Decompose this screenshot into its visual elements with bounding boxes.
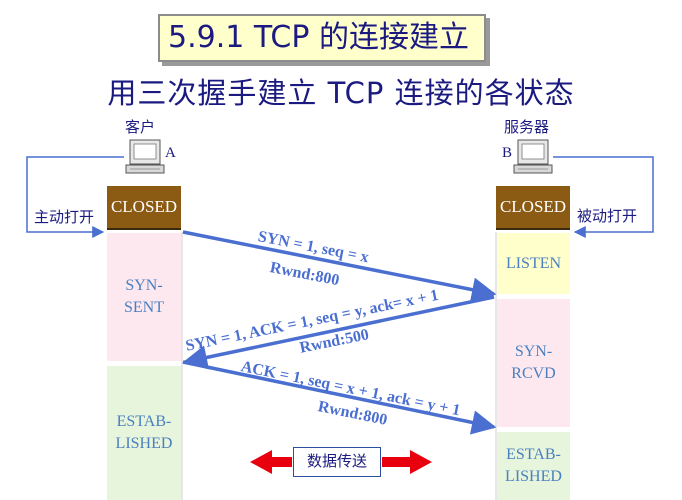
page-title: 5.9.1 TCP 的连接建立 [158, 14, 486, 62]
client-letter: A [165, 145, 176, 161]
server-state-syn-rcvd: SYN- RCVD [497, 299, 570, 427]
server-computer-icon [513, 139, 553, 174]
syn-ack-arrow [182, 295, 495, 370]
syn-arrow [182, 230, 497, 302]
server-label: 服务器 [504, 118, 550, 136]
data-transfer-double-arrow [250, 450, 432, 474]
client-computer-icon [125, 139, 165, 174]
data-transfer-label: 数据传送 [293, 447, 381, 477]
server-letter: B [502, 145, 513, 161]
server-state-established: ESTAB- LISHED [497, 432, 570, 500]
client-label: 客户 [125, 118, 156, 136]
client-active-open-label: 主动打开 [34, 208, 95, 226]
subtitle: 用三次握手建立 TCP 连接的各状态 [107, 76, 575, 110]
client-state-syn-sent: SYN- SENT [107, 233, 181, 361]
server-state-closed: CLOSED [496, 186, 570, 230]
client-open-connector [26, 156, 124, 238]
server-open-connector [553, 156, 654, 238]
server-state-listen: LISTEN [497, 233, 570, 294]
ack-arrow [182, 360, 497, 435]
client-state-established: ESTAB- LISHED [107, 366, 181, 500]
server-passive-open-label: 被动打开 [577, 207, 638, 225]
client-state-closed: CLOSED [107, 186, 181, 230]
